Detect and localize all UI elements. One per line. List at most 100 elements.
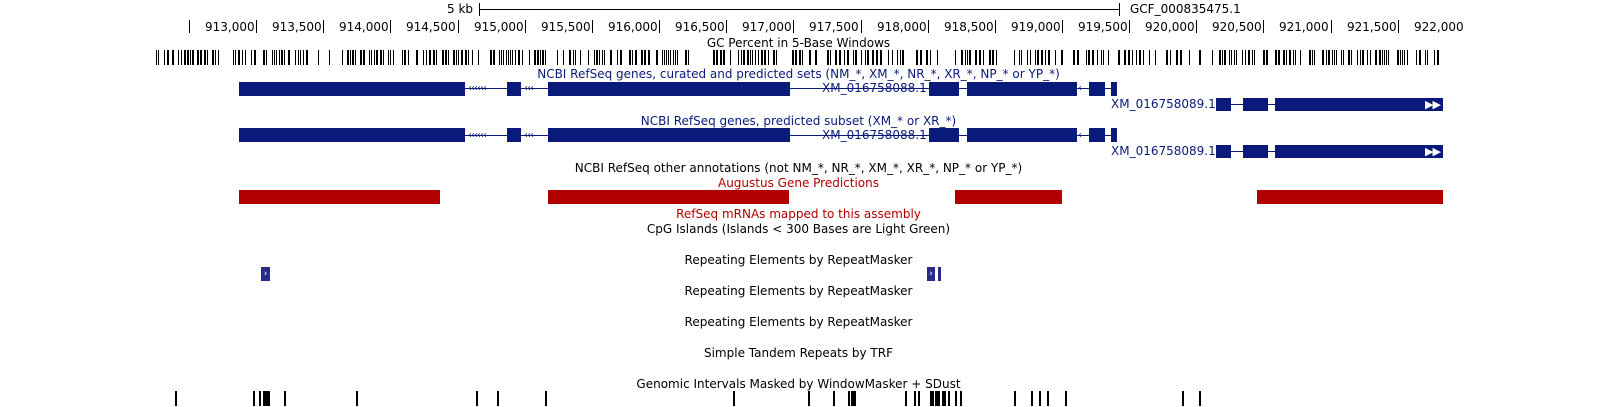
gc-bar: [303, 50, 304, 65]
masked-interval[interactable]: [808, 391, 810, 406]
masked-interval[interactable]: [948, 391, 950, 406]
gc-bar: [1128, 50, 1130, 65]
gc-bar: [318, 50, 319, 65]
gc-bar: [872, 50, 874, 65]
masked-interval[interactable]: [175, 391, 177, 406]
ruler-tick-label: 919,000: [1011, 20, 1061, 34]
masked-interval[interactable]: [960, 391, 962, 406]
gc-bar: [329, 50, 330, 65]
gc-bar: [363, 50, 365, 65]
ruler-tick: [1129, 20, 1130, 33]
masked-interval[interactable]: [284, 391, 286, 406]
gc-bar: [1322, 50, 1324, 65]
gc-bar: [1425, 50, 1426, 65]
gc-bar: [522, 50, 523, 65]
masked-interval[interactable]: [833, 391, 835, 406]
repeat-element[interactable]: [938, 267, 941, 281]
masked-interval[interactable]: [733, 391, 735, 406]
masked-interval[interactable]: [1031, 391, 1033, 406]
masked-interval[interactable]: [942, 391, 946, 406]
masked-interval[interactable]: [848, 391, 850, 406]
gc-bar: [1229, 50, 1230, 65]
masked-interval[interactable]: [497, 391, 499, 406]
gc-bar: [1343, 50, 1344, 65]
ruler-tick-label: 919,500: [1078, 20, 1128, 34]
gc-bar: [1326, 50, 1327, 65]
refseq-predicted-track-label: NCBI RefSeq genes, predicted subset (XM_…: [640, 114, 957, 128]
gc-bar: [393, 50, 394, 65]
masked-interval[interactable]: [851, 391, 856, 406]
ruler-tick: [256, 20, 257, 33]
masked-interval[interactable]: [935, 391, 940, 406]
repeat-element[interactable]: ›: [927, 267, 935, 281]
gc-bar: [383, 50, 384, 65]
gc-bar: [200, 50, 202, 65]
masked-interval[interactable]: [253, 391, 255, 406]
gc-bar: [197, 50, 199, 65]
gc-bar: [861, 50, 862, 65]
gc-bar: [1077, 50, 1079, 65]
gene-name-xm016758089[interactable]: XM_016758089.1: [1111, 144, 1216, 158]
gene-name-xm016758088[interactable]: XM_016758088.1: [822, 81, 927, 95]
scale-line: [479, 9, 1119, 10]
gc-bar: [1234, 50, 1235, 65]
masked-interval[interactable]: [263, 391, 270, 406]
gc-bar: [537, 50, 539, 65]
gene-name-xm016758089[interactable]: XM_016758089.1: [1111, 97, 1216, 111]
masked-interval[interactable]: [356, 391, 358, 406]
gc-bar: [218, 50, 219, 65]
gc-bar: [515, 50, 516, 65]
gc-bar: [192, 50, 194, 65]
gc-bar: [969, 50, 971, 65]
ruler-tick: [189, 20, 190, 33]
gc-bar: [888, 50, 889, 65]
masked-interval[interactable]: [476, 391, 478, 406]
masked-interval[interactable]: [1182, 391, 1184, 406]
masked-interval[interactable]: [955, 391, 957, 406]
gc-bar: [503, 50, 504, 65]
gc-bar: [1021, 50, 1022, 65]
masked-interval[interactable]: [1199, 391, 1201, 406]
gc-bar: [380, 50, 382, 65]
gc-bar: [1384, 50, 1385, 65]
augustus-prediction[interactable]: [1257, 190, 1443, 204]
augustus-prediction[interactable]: [955, 190, 1062, 204]
gc-bar: [1252, 50, 1253, 65]
ruler-tick: [458, 20, 459, 33]
gc-bar: [423, 50, 424, 65]
gc-bar: [1386, 50, 1387, 65]
masked-interval[interactable]: [545, 391, 547, 406]
gc-bar: [350, 50, 351, 65]
gc-bar: [1300, 50, 1301, 65]
masked-interval[interactable]: [259, 391, 261, 406]
masked-interval[interactable]: [914, 391, 916, 406]
gc-bar: [1108, 50, 1109, 65]
augustus-prediction[interactable]: [548, 190, 789, 204]
gc-bar: [1367, 50, 1368, 65]
masked-interval[interactable]: [905, 391, 907, 406]
masked-interval[interactable]: [930, 391, 934, 406]
masked-interval[interactable]: [1039, 391, 1041, 406]
masked-interval[interactable]: [1047, 391, 1049, 406]
augustus-prediction[interactable]: [239, 190, 440, 204]
gc-bar: [478, 50, 479, 65]
gc-bar: [1336, 50, 1337, 65]
masked-interval[interactable]: [1065, 391, 1067, 406]
gc-bar: [900, 50, 901, 65]
repeat-element[interactable]: ›: [261, 267, 270, 281]
gc-bar: [352, 50, 354, 65]
masked-interval[interactable]: [1014, 391, 1016, 406]
gene-name-xm016758088[interactable]: XM_016758088.1: [822, 128, 927, 142]
gc-bar: [1402, 50, 1403, 65]
gc-bar: [632, 50, 633, 65]
masked-interval[interactable]: [918, 391, 920, 406]
gc-bar: [1143, 50, 1144, 65]
gc-bar: [897, 50, 898, 65]
gc-bar: [1278, 50, 1280, 65]
gc-bar: [1263, 50, 1265, 65]
gc-bar: [668, 50, 669, 65]
repeatmasker-track-label: Repeating Elements by RepeatMasker: [684, 284, 913, 298]
gc-bar: [458, 50, 459, 65]
gc-bar: [215, 50, 216, 65]
gc-bar: [284, 50, 285, 65]
